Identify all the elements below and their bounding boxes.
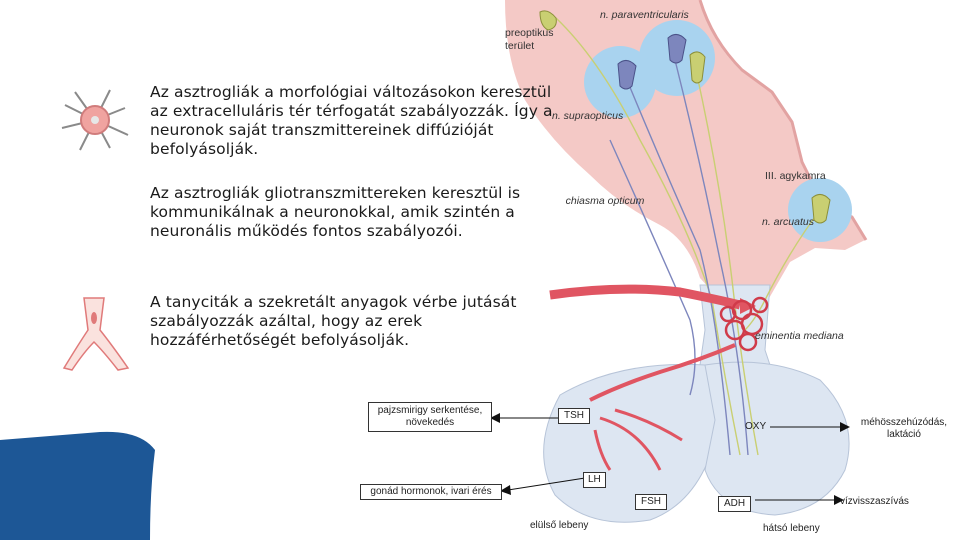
ventricle-edge	[698, 0, 868, 241]
effect-mehosszehuzodas: méhösszehúzódás, laktáció	[860, 417, 948, 440]
label-elulso-lebeny: elülső lebeny	[530, 520, 589, 531]
hormone-lh: LH	[583, 472, 606, 488]
axon-bundle	[555, 17, 821, 456]
label-chiasma: chiasma opticum	[565, 195, 645, 207]
hormone-oxy: OXY	[745, 421, 767, 432]
tanycyte-icon	[62, 297, 130, 371]
label-arcuatus: n. arcuatus	[762, 216, 814, 228]
capillary-plexus	[719, 296, 769, 352]
portal-vessel	[589, 343, 736, 402]
vessel-arrow	[549, 284, 742, 310]
text-astroglia-gliotransmitter: Az asztrogliák gliotranszmittereken kere…	[150, 184, 521, 240]
hormone-adh: ADH	[718, 496, 752, 512]
label-preoptikus: preoptikus terület	[505, 27, 554, 52]
arrow-vizvisszaszivas	[834, 495, 844, 505]
hormone-fsh: FSH	[635, 494, 667, 510]
label-hatso-lebeny: hátsó lebeny	[763, 523, 820, 534]
effect-pajzsmirigy: pajzsmirigy serkentése, növekedés	[368, 402, 492, 432]
effect-vizvisszaszivas: vízvisszaszívás	[840, 496, 909, 507]
arrow-gonad	[500, 485, 511, 495]
label-eminentia: eminentia mediana	[755, 330, 844, 342]
hormone-tsh: TSH	[558, 408, 590, 424]
effect-gonad: gonád hormonok, ivari érés	[360, 484, 502, 500]
label-supraopticus: n. supraopticus	[552, 110, 624, 122]
label-paraventricularis: n. paraventricularis	[600, 9, 689, 21]
release-arrows	[593, 408, 683, 471]
corner-decoration	[0, 431, 155, 540]
astrocyte-icon	[61, 89, 129, 151]
neurons	[539, 10, 831, 224]
label-agykamra: III. agykamra	[765, 170, 826, 182]
effect-lines	[500, 417, 840, 501]
anterior-pituitary	[543, 363, 721, 523]
text-astroglia-morphology: Az asztrogliák a morfológiai változásoko…	[150, 83, 553, 158]
arrow-mehosszehuzodas	[840, 422, 850, 432]
arrow-pajzsmirigy	[490, 413, 500, 423]
text-tanycyte: A tanyciták a szekretált anyagok vérbe j…	[150, 293, 517, 349]
